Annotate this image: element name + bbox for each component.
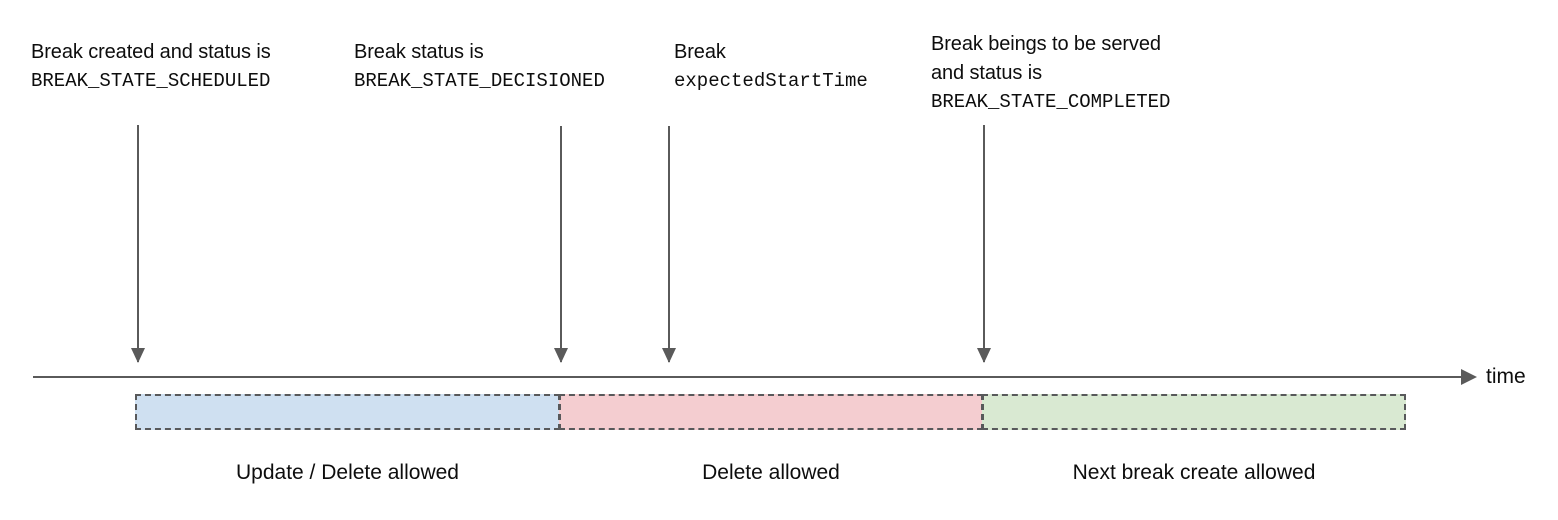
phase-next-break-create-bar [982, 394, 1406, 430]
time-axis-arrowhead-icon [1461, 369, 1477, 385]
drop-arrow-completed-icon [977, 125, 991, 363]
annotation-decisioned-line-1: Break status is [354, 41, 484, 63]
time-axis-line [33, 376, 1467, 378]
annotation-completed: Break beings to be served and status is BR… [931, 30, 1170, 117]
drop-arrow-decisioned-icon [554, 126, 568, 363]
phase-delete-caption: Delete allowed [702, 461, 840, 484]
annotation-completed-line-3: BREAK_STATE_COMPLETED [931, 91, 1171, 113]
drop-arrow-scheduled-icon [131, 125, 145, 363]
annotation-completed-line-1: Break beings to be served [931, 33, 1161, 55]
drop-arrow-expected-start-time-icon [662, 126, 676, 363]
annotation-scheduled-line-1: Break created and status is [31, 41, 271, 63]
annotation-decisioned: Break status is BREAK_STATE_DECISIONED [354, 38, 605, 96]
phase-update-delete-caption: Update / Delete allowed [236, 461, 459, 484]
phase-update-delete-bar [135, 394, 560, 430]
annotation-scheduled-line-2: BREAK_STATE_SCHEDULED [31, 70, 271, 92]
annotation-completed-line-2: and status is [931, 62, 1042, 84]
annotation-decisioned-line-2: BREAK_STATE_DECISIONED [354, 70, 605, 92]
phase-next-break-create-caption: Next break create allowed [1072, 461, 1316, 484]
phase-delete-bar [559, 394, 983, 430]
annotation-expected-start-time-line-2: expectedStartTime [674, 70, 868, 92]
annotation-expected-start-time-line-1: Break [674, 41, 726, 63]
annotation-expected-start-time: Break expectedStartTime [674, 38, 868, 96]
annotation-scheduled: Break created and status is BREAK_STATE_S… [31, 38, 271, 96]
time-axis-label: time [1486, 365, 1526, 388]
